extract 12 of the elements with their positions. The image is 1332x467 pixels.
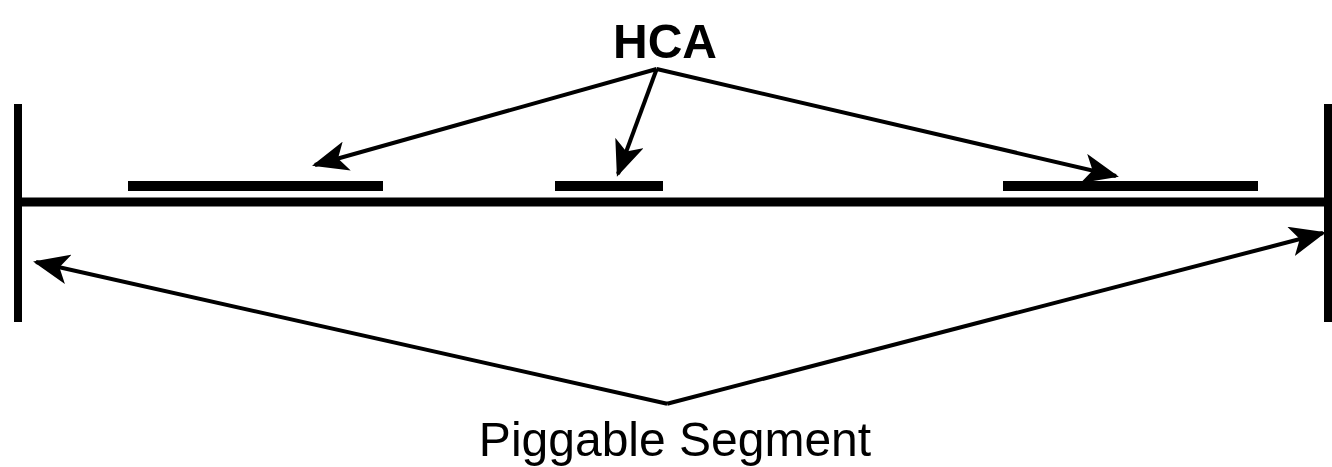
hca-label: HCA — [613, 14, 717, 69]
leader-arrow — [615, 68, 659, 177]
leader-arrow — [666, 226, 1326, 406]
hca-bar — [1003, 181, 1258, 191]
hca-bar — [128, 181, 383, 191]
leader-arrow — [33, 254, 668, 406]
leader-arrow — [312, 67, 658, 171]
segment-end-marker — [1324, 104, 1332, 322]
segment-end-marker — [14, 104, 22, 322]
hca-bar — [555, 181, 663, 191]
leader-arrow — [656, 67, 1119, 184]
segment-label: Piggable Segment — [478, 412, 872, 467]
